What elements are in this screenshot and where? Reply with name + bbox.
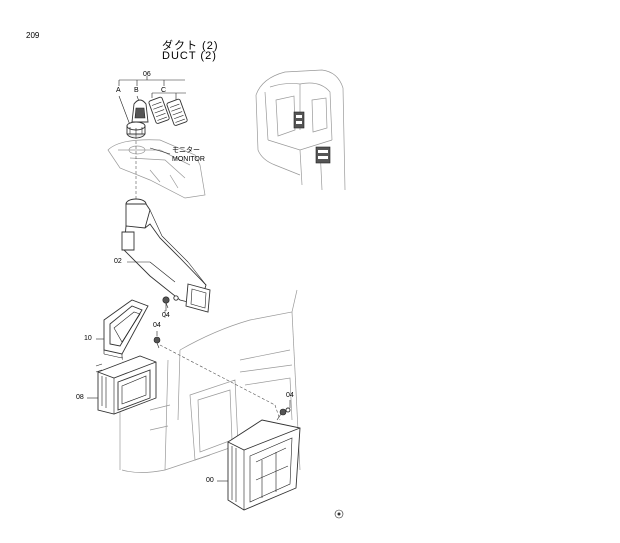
louver-parts: [126, 96, 188, 139]
cab-outline-upper: [255, 69, 346, 191]
callout-04-right: 04: [286, 392, 294, 399]
callout-10: 10: [84, 335, 92, 342]
page-number: 209: [26, 31, 40, 40]
box-08: [95, 355, 157, 415]
screw-04-mid: [153, 336, 161, 349]
screw-04-upper: [162, 295, 179, 309]
callout-c: C: [161, 87, 167, 94]
callout-04-mid: 04: [153, 322, 161, 329]
page-title-japanese: ダクト (2): [162, 40, 219, 52]
callout-06: 06: [143, 71, 151, 78]
duct-02: [121, 198, 211, 313]
footer-mark: [334, 509, 344, 519]
monitor-label-japanese: モニター: [172, 147, 200, 154]
callout-b: B: [134, 87, 139, 94]
screw-04-right: [276, 407, 291, 421]
panel-10: [103, 299, 149, 359]
callout-04-upper: 04: [162, 312, 170, 319]
callout-00: 00: [206, 477, 214, 484]
cover-00: [227, 419, 301, 511]
leader-lines: [87, 261, 291, 482]
callout-a: A: [116, 87, 121, 94]
callout-08: 08: [76, 394, 84, 401]
monitor-label: MONITOR: [172, 156, 205, 163]
page-title: DUCT (2): [162, 50, 217, 62]
dash-panel: [107, 139, 206, 199]
callout-02: 02: [114, 258, 122, 265]
